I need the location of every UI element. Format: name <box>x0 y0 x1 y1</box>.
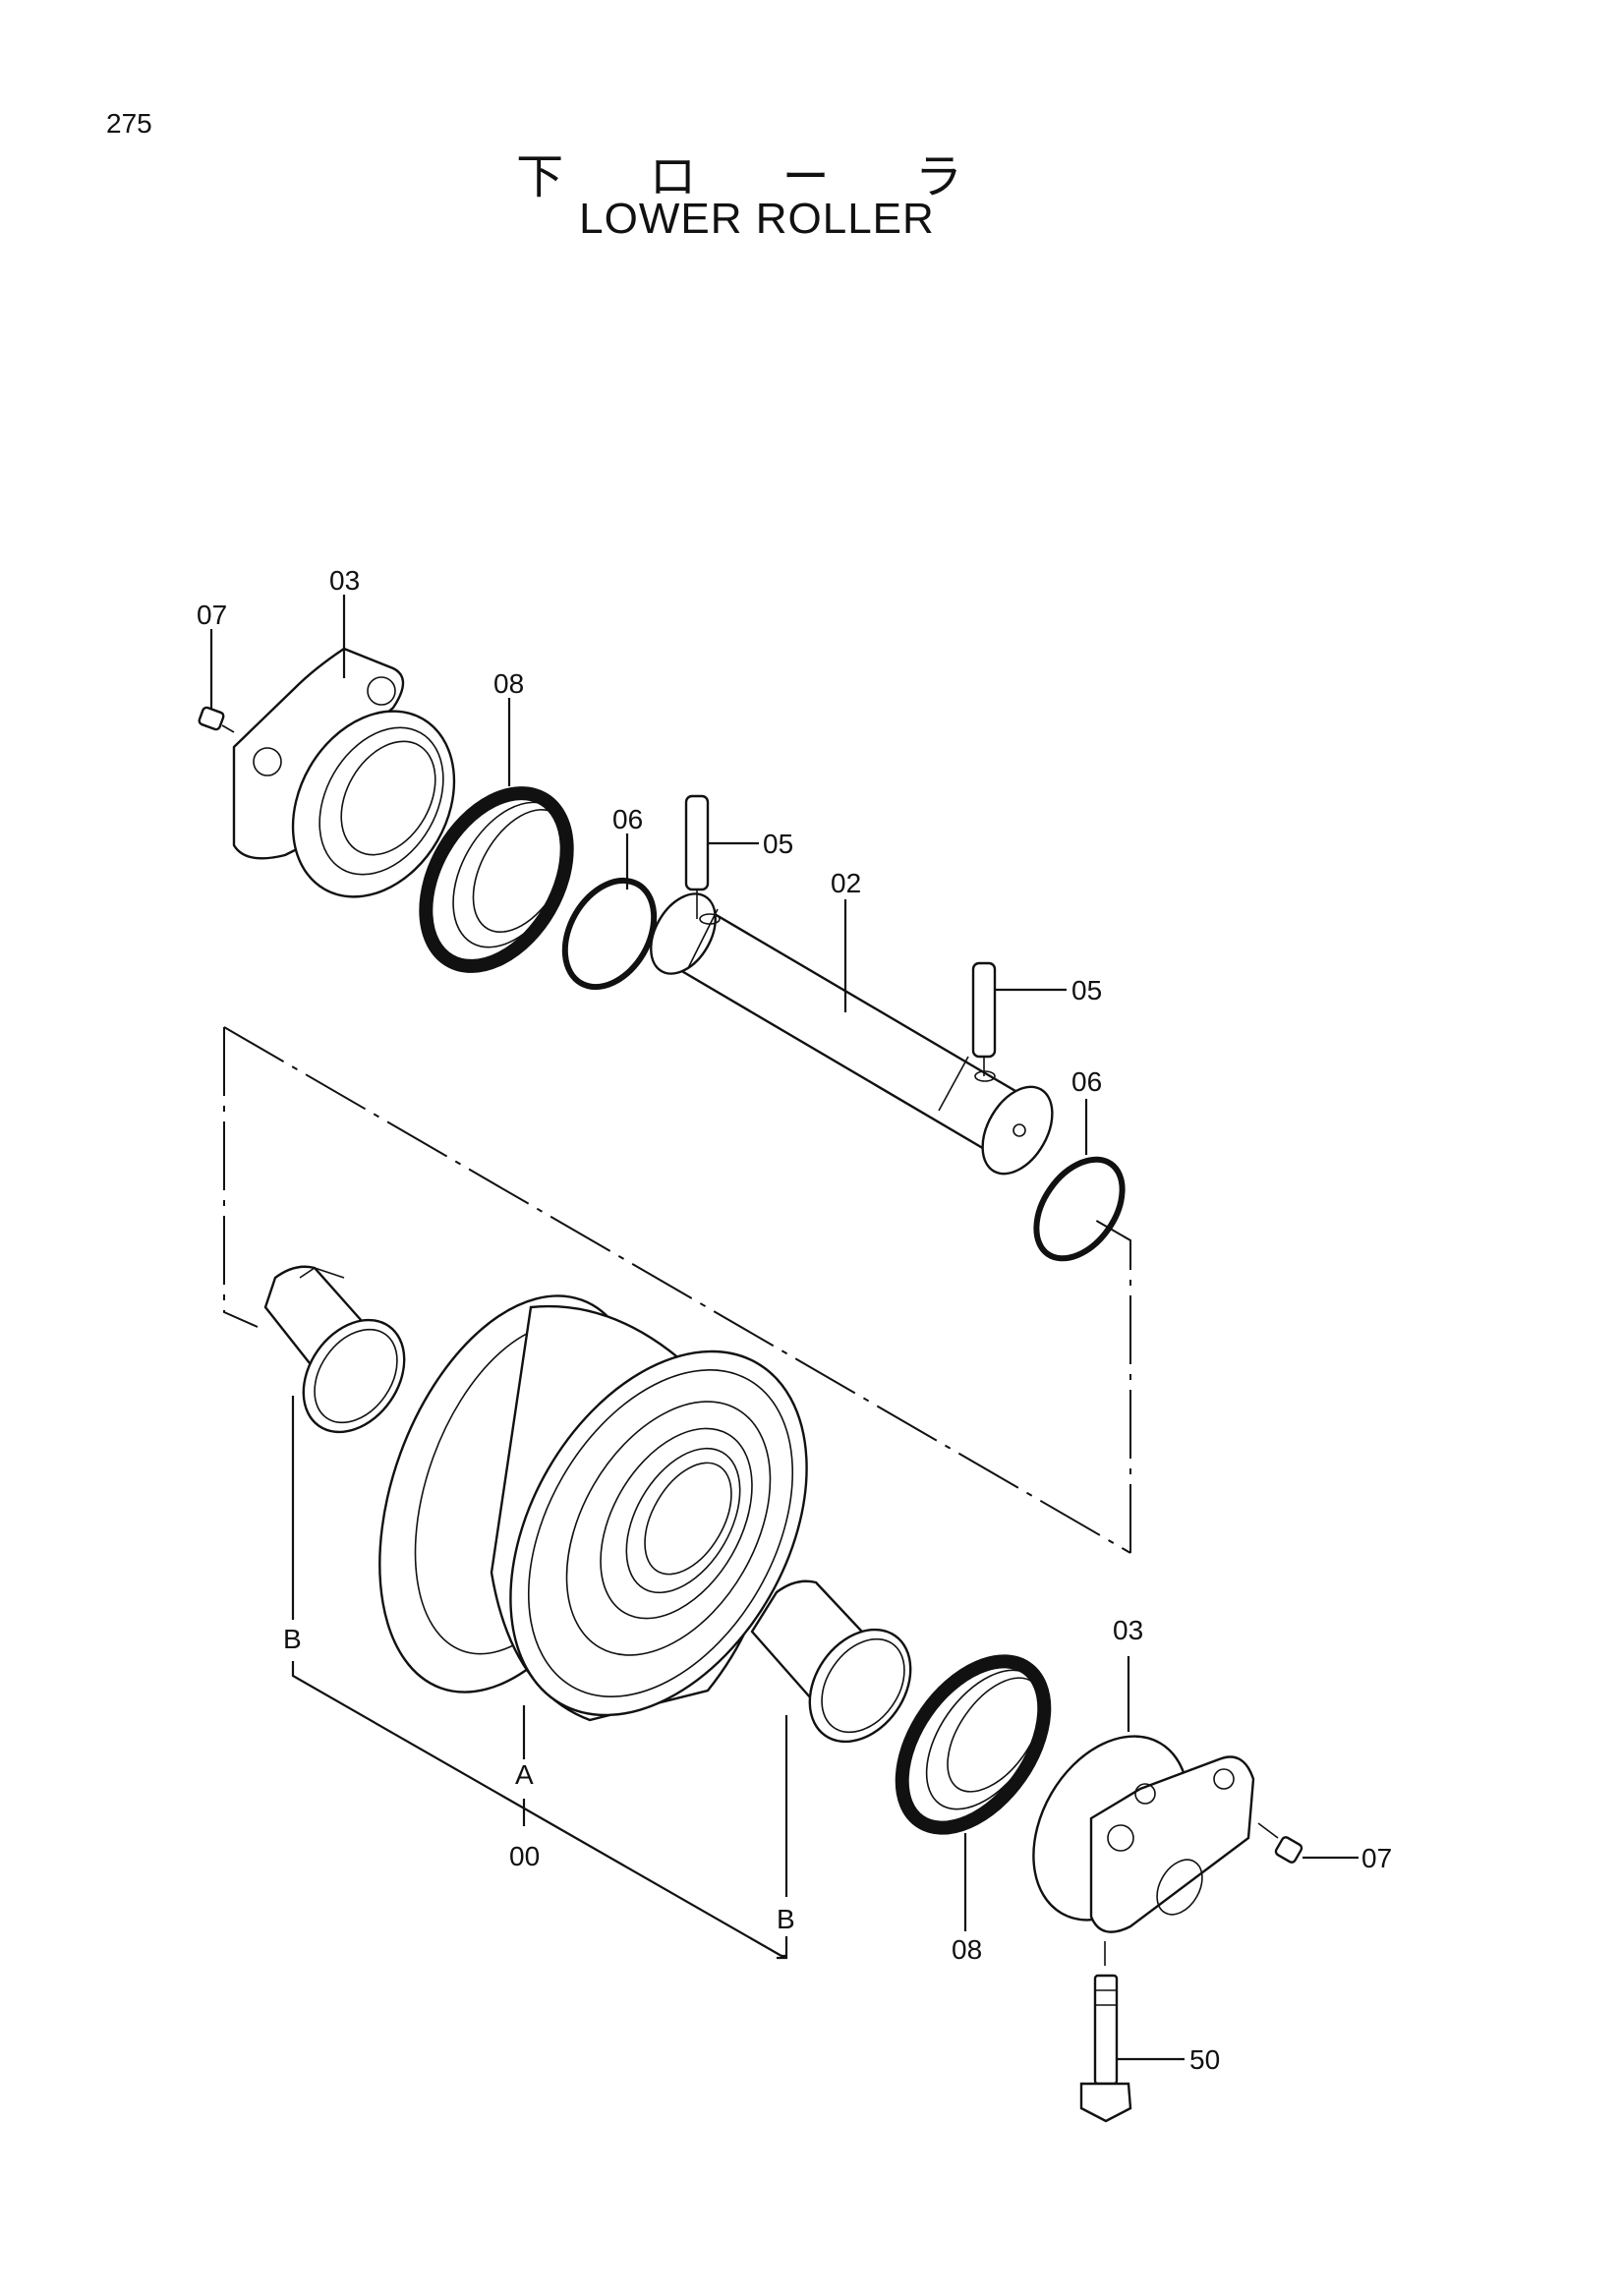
plug-bottom <box>1257 1822 1303 1864</box>
label-seal-top: 08 <box>493 668 524 699</box>
bushing-right <box>750 1579 912 1744</box>
oring-top <box>561 877 658 991</box>
label-roller: 00 <box>509 1841 540 1871</box>
page-number: 275 <box>106 108 152 139</box>
label-ref-b-right: B <box>777 1904 795 1934</box>
title-english: LOWER ROLLER <box>579 195 935 243</box>
collar-top <box>232 647 456 898</box>
bushing-left <box>263 1265 406 1434</box>
pin-right <box>971 961 997 1076</box>
seal-bottom <box>895 1654 1052 1835</box>
label-pin-top: 05 <box>763 829 793 859</box>
bolt <box>1079 1941 1132 2123</box>
label-plug-bottom: 07 <box>1361 1843 1392 1873</box>
label-ref-a: A <box>515 1759 534 1790</box>
assembly-frame <box>223 1026 1131 1554</box>
plug-top <box>198 706 235 733</box>
label-bolt: 50 <box>1189 2044 1220 2075</box>
label-ref-b-left: B <box>283 1624 302 1654</box>
shaft <box>650 892 1054 1176</box>
label-pin-right: 05 <box>1071 975 1102 1005</box>
seal-top <box>419 786 574 973</box>
roller <box>378 1294 808 1722</box>
title-japanese: 下 ロ ー ラ <box>516 149 998 204</box>
collar-bottom <box>1032 1735 1255 1933</box>
label-collar-bottom: 03 <box>1113 1615 1143 1645</box>
label-oring-top: 06 <box>612 804 643 834</box>
label-plug-top: 07 <box>197 600 227 630</box>
label-shaft: 02 <box>831 868 861 898</box>
label-collar-top: 03 <box>329 565 360 596</box>
label-seal-bottom: 08 <box>952 1934 982 1965</box>
oring-right <box>1033 1156 1126 1262</box>
label-oring-right: 06 <box>1071 1066 1102 1097</box>
leader-lines <box>209 595 1359 2061</box>
